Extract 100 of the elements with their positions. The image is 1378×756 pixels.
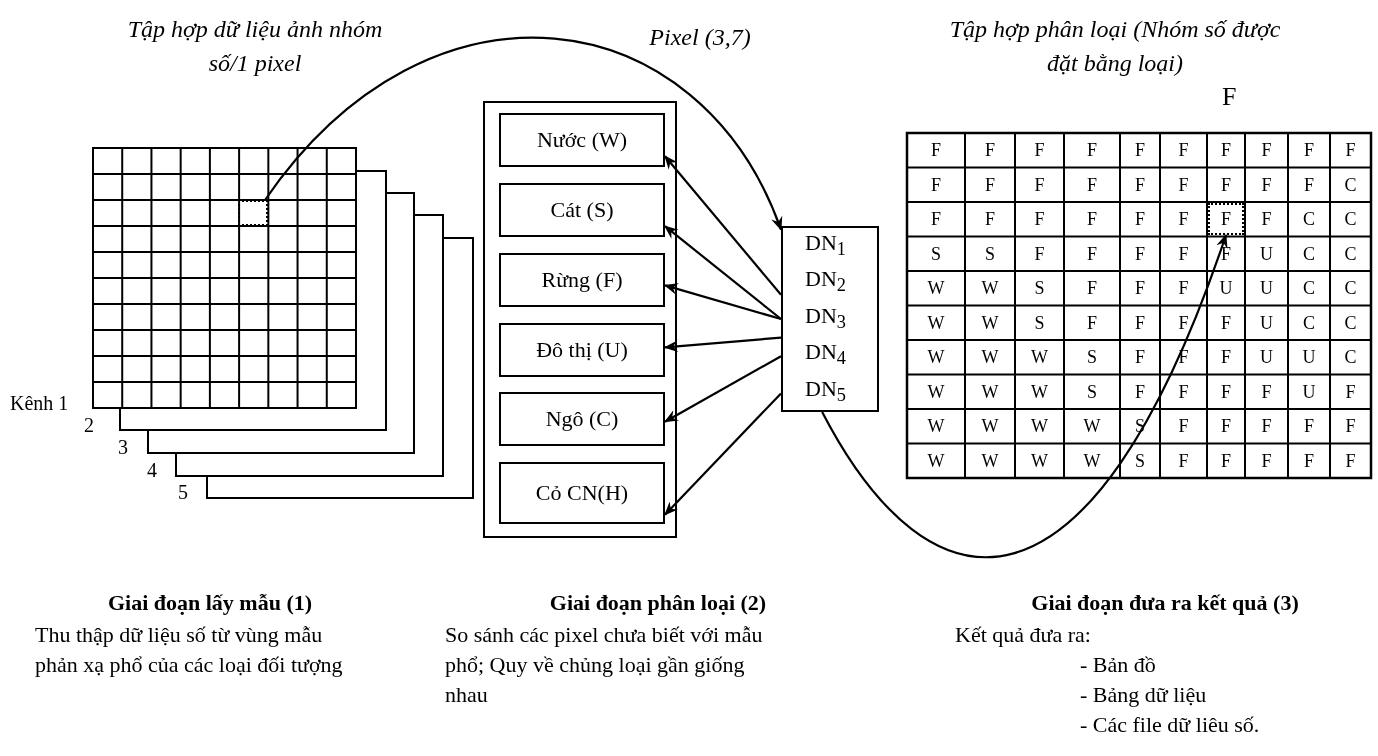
table-cell-letter: W xyxy=(1082,416,1102,436)
table-cell-letter: U xyxy=(1259,243,1274,264)
table-cell-letter: C xyxy=(1302,278,1316,298)
table-cell-letter: F xyxy=(1177,140,1190,160)
table-cell-letter: W xyxy=(1030,450,1049,471)
table-cell-letter: F xyxy=(1260,140,1273,160)
table-cell-letter: F xyxy=(1134,140,1146,160)
table-cell-letter: S xyxy=(1033,278,1046,298)
table-cell-letter: F xyxy=(1086,278,1098,298)
table-cell-letter: U xyxy=(1218,278,1234,298)
table-cell-letter: F xyxy=(1220,416,1232,436)
class-box: Cát (S) xyxy=(499,183,665,237)
arrow xyxy=(663,283,782,321)
letter-label: F xyxy=(1222,82,1237,112)
table-cell-letter: F xyxy=(1033,209,1046,229)
table-cell-letter: F xyxy=(930,209,942,229)
class-box: Cỏ CN(H) xyxy=(499,462,665,524)
table-cell-letter: F xyxy=(1086,140,1098,160)
table-cell-letter: F xyxy=(1134,174,1146,195)
stage-description: Thu thập dữ liệu số từ vùng mẫu phản xạ phổ của các loại đối tượng xyxy=(35,621,344,679)
table-cell-letter: F xyxy=(1177,209,1190,229)
list-item: - Bản đồ xyxy=(1080,651,1156,679)
table-cell-letter: W xyxy=(926,416,946,436)
table-cell-letter: S xyxy=(1086,347,1098,367)
table-cell-letter: F xyxy=(1086,243,1098,264)
arrow xyxy=(663,336,782,353)
table-cell-letter: F xyxy=(1177,278,1190,298)
band-number-label: Kênh 1 xyxy=(10,391,69,416)
table-cell-letter: F xyxy=(1134,347,1146,367)
italic-caption: Tập hợp dữ liệu ảnh nhóm số/1 pixel xyxy=(126,15,384,78)
table-cell-letter: F xyxy=(1220,174,1232,195)
table-cell-letter: C xyxy=(1343,278,1358,298)
table-cell-letter: W xyxy=(926,347,946,367)
table-cell-letter: F xyxy=(1134,209,1146,229)
stage-heading: Giai đoạn lấy mẫu (1) xyxy=(106,589,314,617)
table-cell-letter: F xyxy=(1303,450,1315,471)
table-cell-letter: F xyxy=(1177,450,1190,471)
arrow xyxy=(664,355,782,423)
table-cell-letter: F xyxy=(1086,312,1098,333)
table-cell-letter: W xyxy=(926,450,946,471)
table-cell-letter: S xyxy=(1086,381,1098,402)
digital-number-box: DN$_{1}$ DN$_{2}$ DN$_{3}$ DN$_{4}$ DN$_{5}$ xyxy=(781,226,879,412)
table-cell-letter: U xyxy=(1301,347,1317,367)
table-cell-letter: W xyxy=(1082,450,1102,471)
table-cell-letter: U xyxy=(1259,278,1274,298)
table-cell-letter: W xyxy=(980,416,1000,436)
table-cell-letter: F xyxy=(1303,174,1315,195)
table-cell-letter: F xyxy=(1260,416,1273,436)
stage-heading: Giai đoạn phân loại (2) xyxy=(548,589,768,617)
table-cell-letter: F xyxy=(1260,450,1273,471)
table-cell-letter: F xyxy=(1134,381,1146,402)
table-cell-letter: F xyxy=(1177,381,1190,402)
table-cell-letter: F xyxy=(1303,140,1315,160)
table-cell-letter: W xyxy=(1030,347,1049,367)
table-cell-letter: F xyxy=(930,140,942,160)
table-cell-letter: W xyxy=(980,347,1000,367)
class-box: Đô thị (U) xyxy=(499,323,665,377)
table-cell-letter: F xyxy=(1177,243,1190,264)
table-cell-letter: C xyxy=(1343,243,1358,264)
italic-caption: Tập hợp phân loại (Nhóm số được đặt bằng loại) xyxy=(948,15,1282,78)
table-cell-letter: C xyxy=(1343,209,1358,229)
table-cell-letter: W xyxy=(980,278,1000,298)
table-cell-letter: F xyxy=(1086,209,1098,229)
table-cell-letter: W xyxy=(926,278,946,298)
table-cell-letter: F xyxy=(1033,140,1046,160)
arrow xyxy=(264,37,782,231)
table-cell-letter: S xyxy=(930,243,942,264)
table-cell-letter: W xyxy=(980,450,1000,471)
table-cell-letter: C xyxy=(1343,312,1358,333)
table-cell-letter: F xyxy=(1033,174,1046,195)
class-panel xyxy=(483,101,677,538)
table-cell-letter: W xyxy=(980,381,1000,402)
list-item: - Bảng dữ liệu xyxy=(1080,681,1207,709)
table-cell-letter: F xyxy=(1344,381,1357,402)
highlighted-pixel xyxy=(1208,203,1244,235)
table-cell-letter: C xyxy=(1302,243,1316,264)
table-cell-letter: F xyxy=(1033,243,1046,264)
table-cell-letter: F xyxy=(1344,450,1357,471)
class-box: Ngô (C) xyxy=(499,392,665,446)
table-cell-letter: C xyxy=(1343,347,1358,367)
table-cell-letter: F xyxy=(1220,347,1232,367)
table-cell-letter: F xyxy=(1344,140,1357,160)
table-cell-letter: F xyxy=(1134,243,1146,264)
table-cell-letter: F xyxy=(1260,174,1273,195)
table-cell-letter: F xyxy=(1220,140,1232,160)
stage-description: Kết quả đưa ra: xyxy=(955,621,1091,649)
band-number-label: 4 xyxy=(147,458,157,483)
table-cell-letter: F xyxy=(1220,243,1232,264)
table-cell-letter: U xyxy=(1259,347,1274,367)
table-cell-letter: F xyxy=(984,174,996,195)
table-cell-letter: F xyxy=(1134,278,1146,298)
table-cell-letter: F xyxy=(984,209,996,229)
band-number-label: 3 xyxy=(118,435,128,460)
highlighted-pixel xyxy=(238,200,268,226)
table-cell-letter: W xyxy=(1030,381,1049,402)
stage-description: So sánh các pixel chưa biết với mẫu phổ; Quy về chủng loại gần giống nhau xyxy=(445,621,764,709)
table-cell-letter: U xyxy=(1301,381,1317,402)
table-cell-letter: F xyxy=(1303,416,1315,436)
table-cell-letter: U xyxy=(1259,312,1274,333)
arrow xyxy=(664,392,782,516)
